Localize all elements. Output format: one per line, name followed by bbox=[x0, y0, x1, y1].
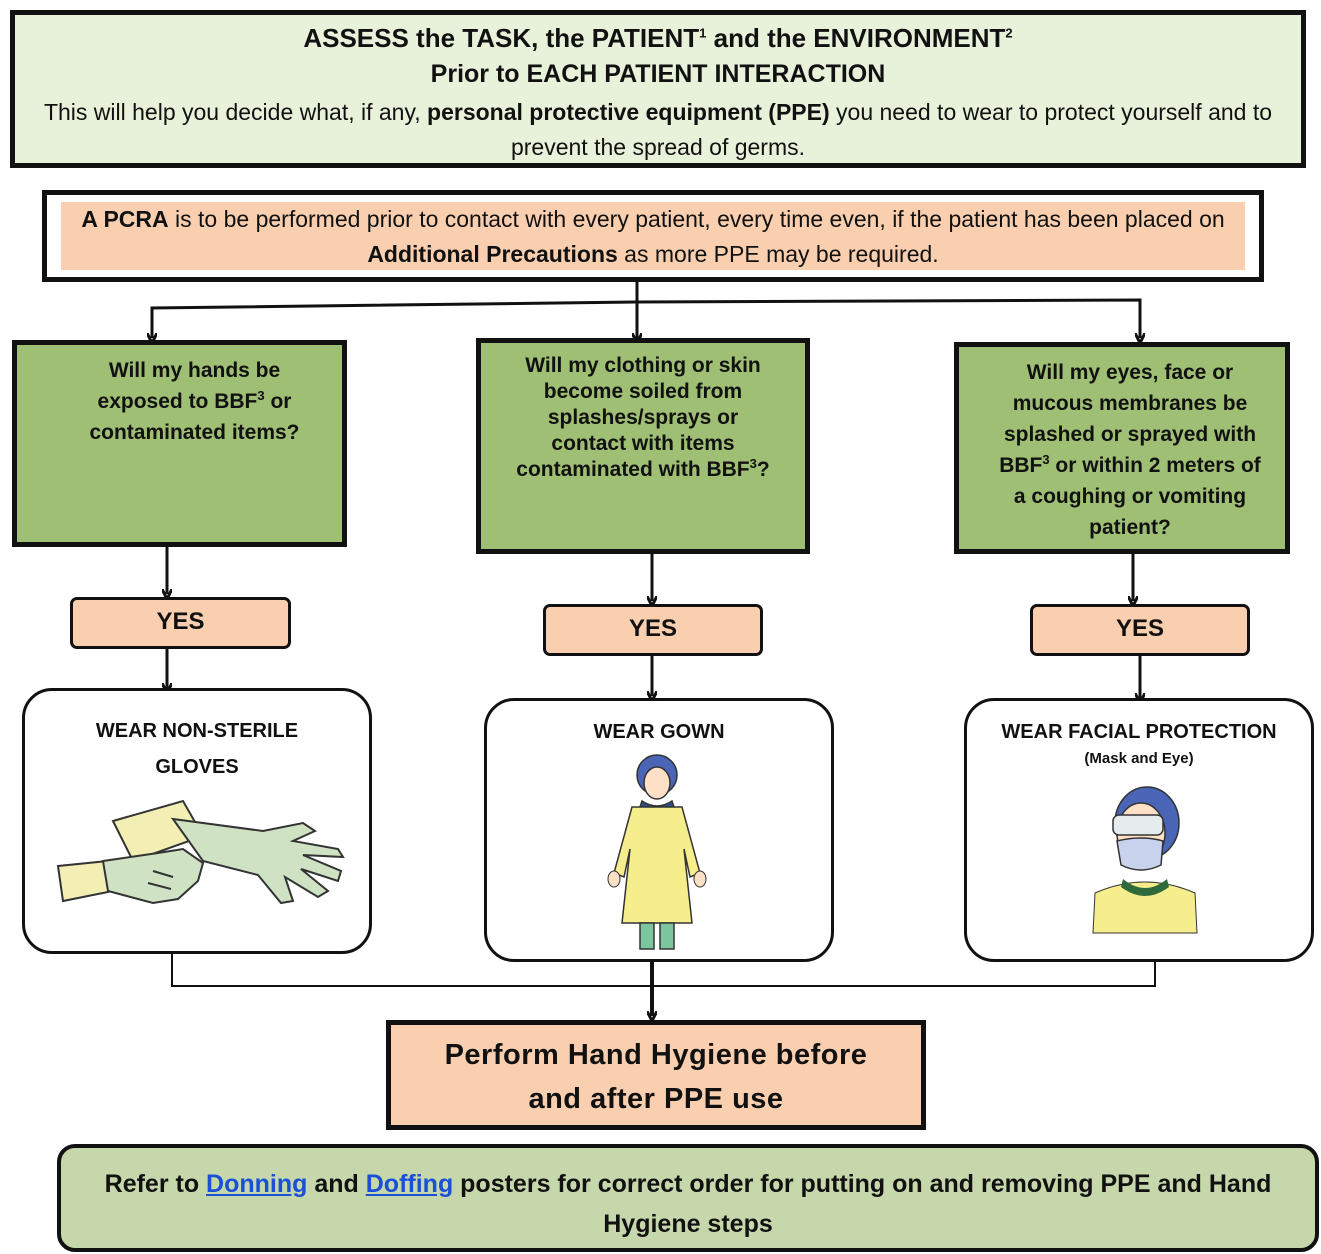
question-hands: Will my hands be exposed to BBF3 or cont… bbox=[12, 340, 347, 547]
wear-gown-label: WEAR GOWN bbox=[593, 721, 725, 743]
yes-label-eyes: YES bbox=[1030, 604, 1250, 656]
wear-facial-box: WEAR FACIAL PROTECTION (Mask and Eye) bbox=[964, 698, 1314, 962]
face-protection-icon bbox=[1092, 786, 1198, 934]
hand-hygiene-line2: and after PPE use bbox=[528, 1083, 784, 1115]
hand-hygiene-line1: Perform Hand Hygiene before bbox=[444, 1039, 868, 1071]
doffing-link[interactable]: Doffing bbox=[365, 1170, 454, 1198]
question-clothing: Will my clothing or skin become soiled f… bbox=[476, 338, 810, 554]
wear-gown-box: WEAR GOWN bbox=[484, 698, 834, 962]
yes-label-clothing: YES bbox=[543, 604, 763, 656]
wear-gloves-box: WEAR NON-STERILE GLOVES bbox=[22, 688, 372, 954]
header-subtitle: Prior to EACH PATIENT INTERACTION bbox=[430, 60, 886, 88]
question-eyes: Will my eyes, face or mucous membranes b… bbox=[954, 342, 1290, 554]
yes-label-hands: YES bbox=[70, 597, 291, 649]
hand-hygiene-box: Perform Hand Hygiene before and after PP… bbox=[386, 1020, 926, 1130]
refer-posters-box: Refer to Donning and Doffing posters for… bbox=[57, 1144, 1319, 1252]
gloves-icon bbox=[56, 799, 345, 905]
wear-facial-sublabel: (Mask and Eye) bbox=[1084, 750, 1194, 767]
wear-facial-label: WEAR FACIAL PROTECTION bbox=[1001, 721, 1277, 743]
header-title: ASSESS the TASK, the PATIENT1 and the EN… bbox=[303, 23, 1013, 53]
wear-gloves-label: WEAR NON-STERILE GLOVES bbox=[95, 720, 299, 778]
pcra-text: A PCRA is to be performed prior to conta… bbox=[61, 202, 1245, 270]
header-description: This will help you decide what, if any, … bbox=[43, 99, 1273, 160]
gown-icon bbox=[607, 754, 707, 950]
pcra-note: A PCRA is to be performed prior to conta… bbox=[42, 190, 1264, 282]
assessment-header: ASSESS the TASK, the PATIENT1 and the EN… bbox=[10, 10, 1306, 168]
donning-link[interactable]: Donning bbox=[206, 1170, 308, 1198]
